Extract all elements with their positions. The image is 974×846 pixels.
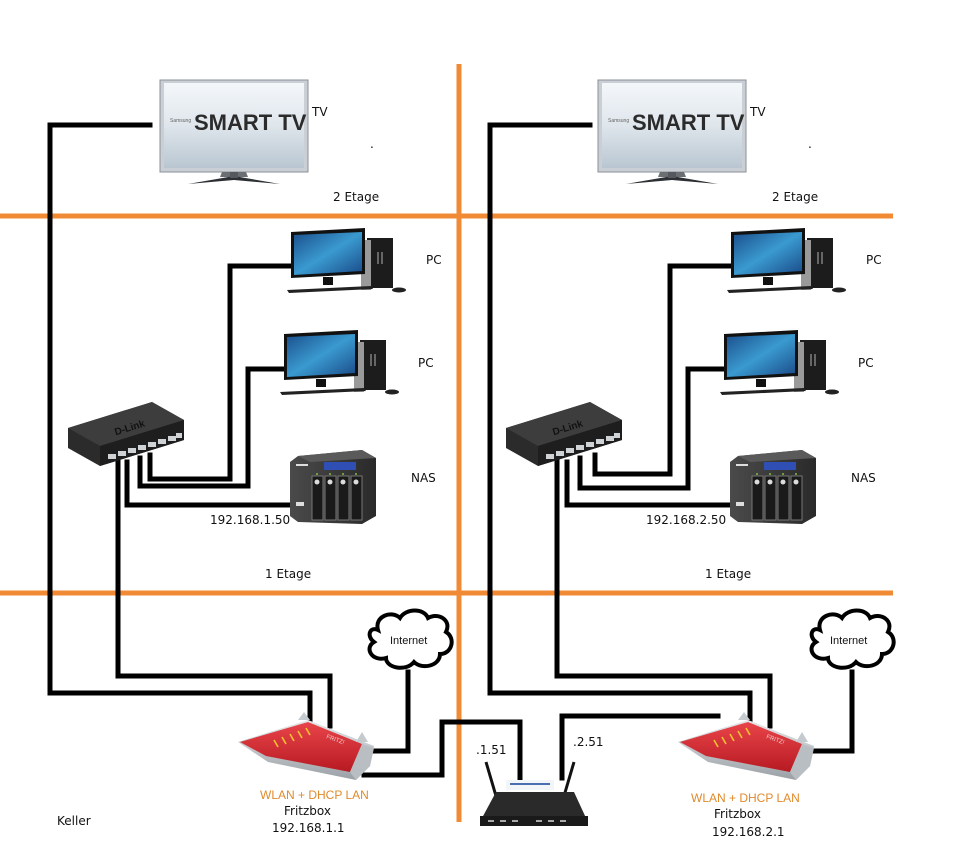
right-network-wires [487, 122, 855, 781]
wire-pc2-left [137, 366, 251, 489]
floor-label-1-etage-right: 1 Etage [705, 567, 751, 581]
fritzbox-role-right: WLAN + DHCP LAN [691, 791, 800, 805]
bridge-router [480, 761, 588, 826]
tv-label-left: TV [311, 105, 328, 119]
pc-label-left-2: PC [418, 356, 434, 370]
wire-internet-right [809, 669, 855, 754]
fritzbox-name-left: Fritzbox [284, 804, 331, 818]
nas-ip-left: 192.168.1.50 [210, 513, 290, 527]
wire-tv-to-fritzbox-right [487, 122, 753, 729]
left-switch [68, 402, 184, 466]
tv-dot-right: . [808, 137, 812, 151]
right-switch [506, 402, 622, 466]
tv-label-right: TV [749, 105, 766, 119]
floor-label-1-etage-left: 1 Etage [265, 567, 311, 581]
floor-label-2-etage-left: 2 Etage [333, 190, 379, 204]
right-tv: Samsung SMART TV [597, 79, 747, 185]
pc-label-right-1: PC [866, 253, 882, 267]
tv-logo-right: SMART TV [632, 110, 745, 135]
left-network-wires [47, 122, 523, 781]
nas-label-right: NAS [851, 471, 876, 485]
nas-label-left: NAS [411, 471, 436, 485]
bridge-port-left-ip: .1.51 [476, 743, 507, 757]
tv-logo-left: SMART TV [194, 110, 307, 135]
left-pc-2 [280, 330, 399, 395]
right-pc-2 [720, 330, 839, 395]
wire-pc1-right [592, 263, 673, 477]
left-pc-1 [287, 228, 406, 293]
wire-fritzbox-left-to-bridge [361, 719, 523, 781]
wire-pc1-left [147, 263, 233, 482]
wire-internet-left [369, 669, 411, 754]
floor-label-2-etage-right: 2 Etage [772, 190, 818, 204]
internet-label-right: Internet [830, 635, 867, 647]
wire-switch-to-fritzbox-left [115, 459, 333, 729]
fritzbox-ip-left: 192.168.1.1 [272, 821, 345, 835]
pc-label-right-2: PC [858, 356, 874, 370]
wire-fritzbox-right-to-bridge [559, 713, 721, 781]
left-nas [289, 449, 377, 525]
right-nas [729, 449, 817, 525]
wire-switch-to-fritzbox-right [554, 459, 773, 729]
tv-brand-left: Samsung [170, 118, 191, 124]
wire-nas-right [564, 459, 733, 508]
internet-label-left: Internet [390, 635, 427, 647]
fritzbox-name-right: Fritzbox [714, 807, 761, 821]
floor-label-keller: Keller [57, 814, 91, 828]
nas-ip-right: 192.168.2.50 [646, 513, 726, 527]
tv-dot-left: . [370, 137, 374, 151]
pc-label-left-1: PC [426, 253, 442, 267]
wire-nas-left [124, 459, 293, 508]
left-tv: Samsung SMART TV [159, 79, 309, 185]
fritzbox-role-left: WLAN + DHCP LAN [260, 788, 369, 802]
fritzbox-ip-right: 192.168.2.1 [712, 825, 785, 839]
left-fritzbox [237, 711, 375, 781]
bridge-port-right-ip: .2.51 [573, 735, 604, 749]
wire-tv-to-fritzbox-left [47, 122, 313, 729]
right-fritzbox [677, 711, 815, 781]
right-pc-1 [727, 228, 846, 293]
tv-brand-right: Samsung [608, 118, 629, 124]
wire-pc2-right [577, 366, 691, 491]
